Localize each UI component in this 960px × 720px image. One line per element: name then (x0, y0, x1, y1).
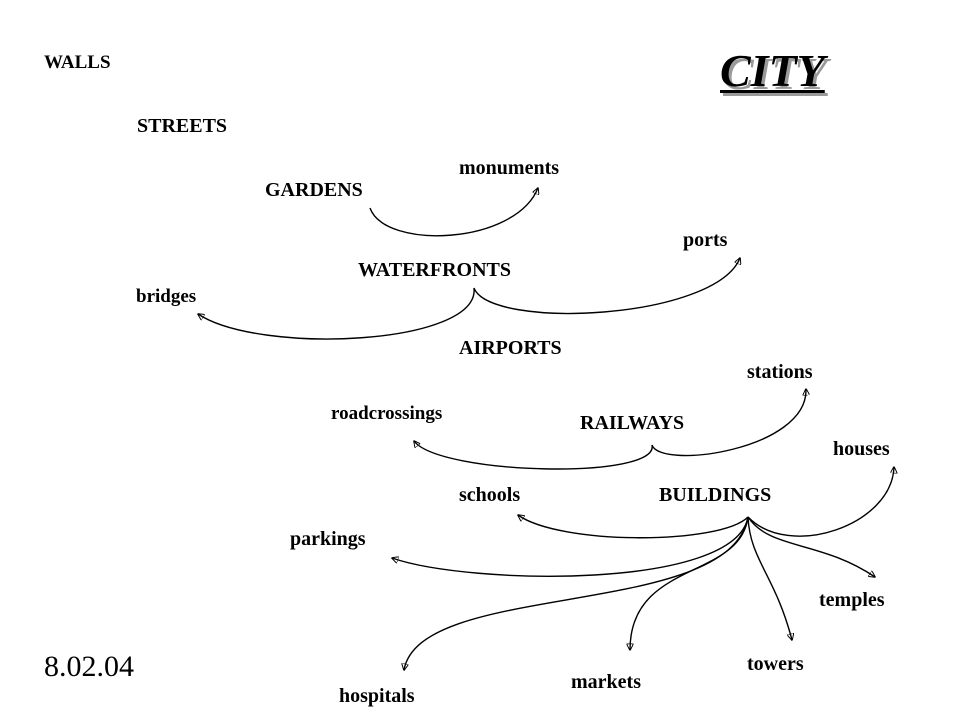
node-towers: towers (747, 653, 804, 675)
arrow-railways-stations (651, 389, 806, 457)
arrow-buildings-towers (747, 516, 792, 640)
node-ports: ports (683, 229, 728, 251)
node-waterfronts: WATERFRONTS (358, 259, 511, 281)
arrow-waterfronts-bridges (198, 287, 475, 340)
arrow-buildings-hospitals (404, 516, 749, 670)
node-monuments: monuments (459, 157, 560, 179)
node-railways: RAILWAYS (580, 412, 685, 434)
node-roadcrossings: roadcrossings (331, 403, 443, 424)
arrow-gardens-monuments (369, 188, 538, 237)
node-walls: WALLS (44, 52, 111, 73)
arrow-buildings-parkings (392, 516, 749, 577)
node-schools: schools (459, 484, 521, 506)
node-houses: houses (833, 438, 890, 460)
node-parkings: parkings (290, 528, 366, 550)
node-streets: STREETS (137, 115, 228, 137)
node-buildings: BUILDINGS (659, 484, 772, 506)
arrow-buildings-houses (747, 467, 894, 537)
arrow-waterfronts-ports (473, 258, 740, 315)
node-hospitals: hospitals (339, 685, 415, 707)
node-markets: markets (571, 671, 641, 693)
node-temples: temples (819, 589, 885, 611)
node-gardens: GARDENS (265, 179, 363, 201)
diagram-title: CITY (720, 45, 825, 96)
node-stations: stations (747, 361, 813, 383)
node-airports: AIRPORTS (459, 337, 562, 359)
date-label: 8.02.04 (44, 650, 134, 683)
arrow-railways-roadcrossings (414, 441, 653, 470)
node-bridges: bridges (136, 286, 197, 307)
arrow-buildings-temples (747, 516, 875, 577)
arrow-buildings-schools (518, 515, 749, 539)
